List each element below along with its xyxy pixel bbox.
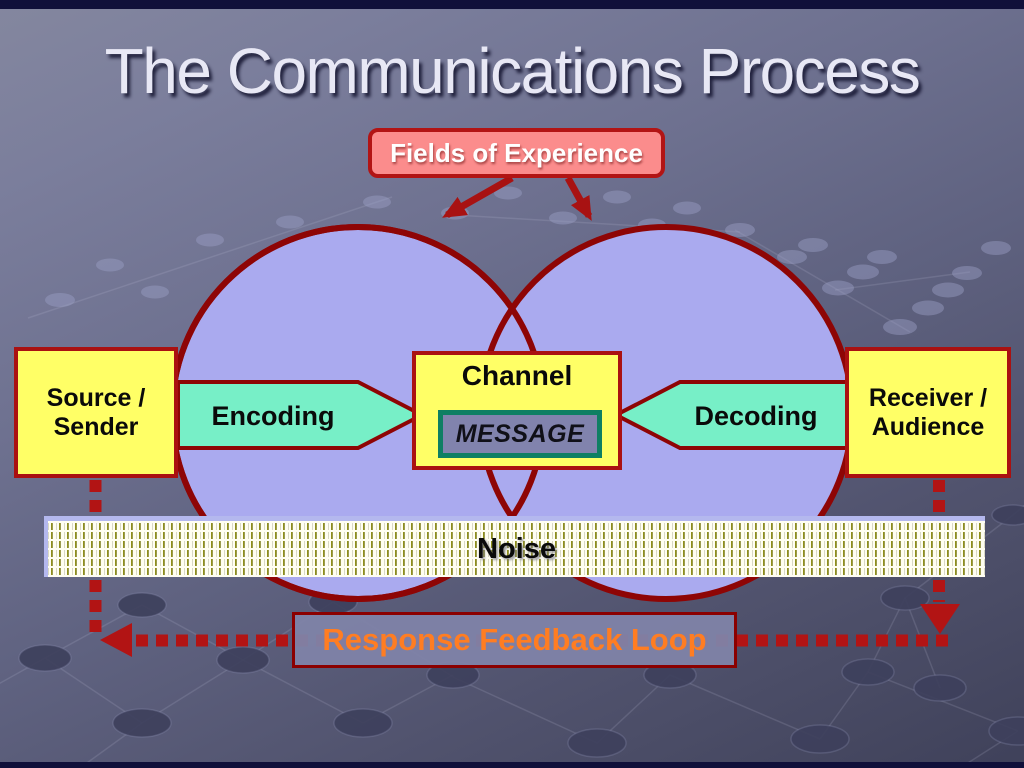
bottom-edge-strip (0, 762, 1024, 768)
message-label: MESSAGE (455, 419, 585, 448)
channel-box: Channel MESSAGE (412, 351, 622, 470)
channel-label: Channel (461, 360, 573, 391)
background-beads-upper (45, 186, 1011, 335)
message-panel: MESSAGE (438, 410, 602, 458)
feedback-arrowhead-down-icon (920, 604, 960, 634)
encoding-label: Encoding (211, 401, 335, 431)
response-feedback-loop-box: Response Feedback Loop (292, 612, 737, 668)
noise-label: Noise (477, 532, 556, 565)
fields-of-experience-label: Fields of Experience (390, 137, 643, 168)
top-edge-strip (0, 0, 1024, 9)
background-beads-lower (18, 504, 1024, 758)
slide-title: The Communications Process (104, 35, 921, 107)
fields-arrow-right-icon (564, 176, 593, 221)
fields-pointer-arrows (442, 174, 593, 221)
source-label-line2: Sender (53, 412, 139, 441)
response-feedback-loop-label: Response Feedback Loop (322, 622, 707, 657)
source-sender-box: Source / Sender (14, 347, 178, 478)
source-label-line1: Source / (46, 383, 146, 412)
fields-arrow-left-icon (442, 174, 514, 219)
receiver-label-line2: Audience (871, 412, 985, 441)
fields-of-experience-box: Fields of Experience (368, 128, 665, 178)
receiver-label-line1: Receiver / (868, 383, 988, 412)
noise-bar: Noise (44, 516, 985, 577)
decoding-label: Decoding (694, 401, 818, 431)
receiver-audience-box: Receiver / Audience (845, 347, 1011, 478)
encoding-arrow-shape (176, 380, 427, 450)
feedback-arrowhead-left-icon (100, 623, 132, 657)
